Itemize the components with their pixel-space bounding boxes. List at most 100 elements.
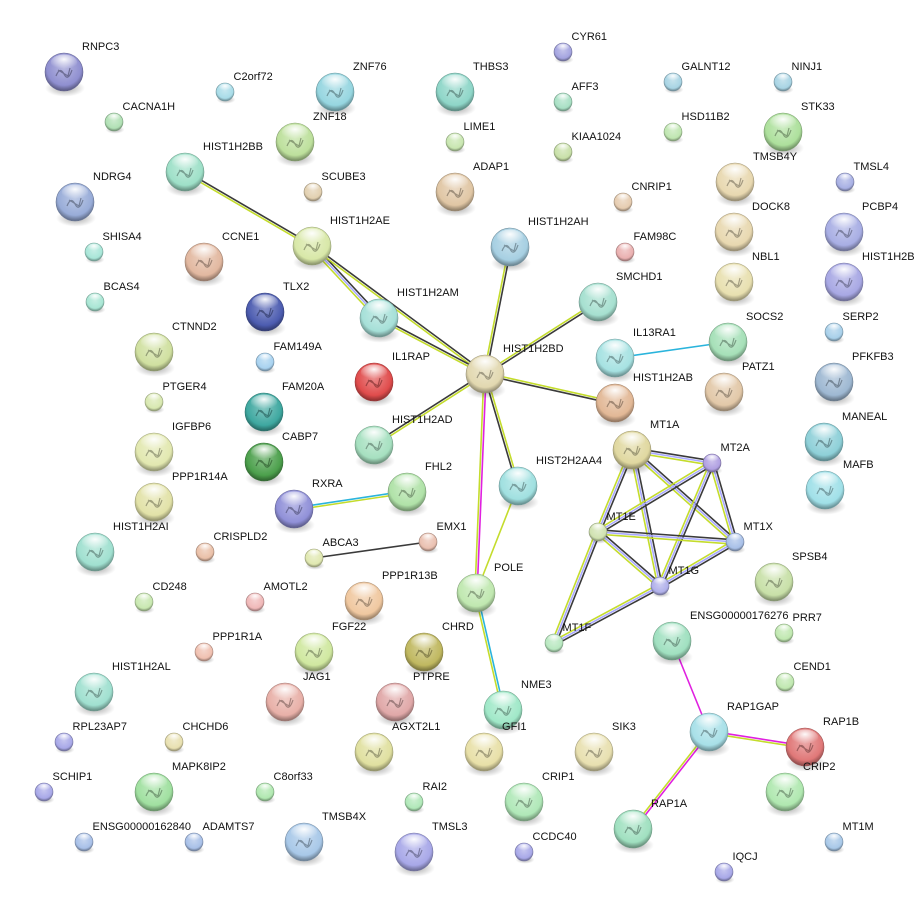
node-TMSB4Y[interactable]: TMSB4Y xyxy=(715,151,798,207)
edge-SMCHD1-HIST1H2BD[interactable] xyxy=(483,300,600,376)
node-PTGER4[interactable]: PTGER4 xyxy=(144,381,207,414)
node-FHL2[interactable]: FHL2 xyxy=(387,461,452,517)
node-PPP1R1A[interactable]: PPP1R1A xyxy=(194,631,263,664)
node-C2orf72[interactable]: C2orf72 xyxy=(215,71,273,104)
node-PTPRE[interactable]: PTPRE xyxy=(375,671,450,727)
node-RAP1B[interactable]: RAP1B xyxy=(785,716,859,772)
edge-HIST1H2AE-HIST1H2BD[interactable] xyxy=(310,244,487,376)
node-NBL1[interactable]: NBL1 xyxy=(714,251,780,307)
edge-HIST1H2AM-HIST1H2BD[interactable] xyxy=(378,316,486,376)
node-MT1M[interactable]: MT1M xyxy=(824,821,874,854)
node-STK33[interactable]: STK33 xyxy=(763,101,835,157)
node-MANEAL[interactable]: MANEAL xyxy=(804,411,887,467)
edge-HIST1H2BB-HIST1H2AE[interactable] xyxy=(184,170,313,248)
node-CTNND2[interactable]: CTNND2 xyxy=(134,321,217,377)
edge-MT2A-MT1E[interactable] xyxy=(596,460,714,535)
node-MT1A[interactable]: MT1A xyxy=(612,419,680,475)
node-CEND1[interactable]: CEND1 xyxy=(775,661,831,694)
node-EMX1[interactable]: EMX1 xyxy=(418,521,467,554)
node-SHISA4[interactable]: SHISA4 xyxy=(84,231,142,264)
edge-MT1E-MT1F[interactable] xyxy=(551,530,601,645)
node-HSD11B2[interactable]: HSD11B2 xyxy=(663,111,730,144)
node-RAP1GAP[interactable]: RAP1GAP xyxy=(689,701,779,757)
node-CCNE1[interactable]: CCNE1 xyxy=(184,231,259,287)
node-CRIP2[interactable]: CRIP2 xyxy=(765,761,835,817)
node-CRIP1[interactable]: CRIP1 xyxy=(504,771,574,827)
node-CRISPLD2[interactable]: CRISPLD2 xyxy=(195,531,267,564)
node-FAM20A[interactable]: FAM20A xyxy=(244,381,325,437)
node-CHCHD6[interactable]: CHCHD6 xyxy=(164,721,228,754)
edge-HIST1H2AB-HIST1H2BD[interactable] xyxy=(484,372,616,405)
edge-MT1E-MT1X[interactable] xyxy=(597,529,736,545)
node-ADAMTS7[interactable]: ADAMTS7 xyxy=(184,821,255,854)
node-SMCHD1[interactable]: SMCHD1 xyxy=(578,271,663,327)
node-TMSL3[interactable]: TMSL3 xyxy=(394,821,468,877)
node-NME3[interactable]: NME3 xyxy=(483,679,552,735)
node-PATZ1[interactable]: PATZ1 xyxy=(704,361,775,417)
node-MT2A[interactable]: MT2A xyxy=(702,442,751,475)
node-HIST1H2AH[interactable]: HIST1H2AH xyxy=(490,216,589,272)
node-ZNF18[interactable]: ZNF18 xyxy=(275,111,347,167)
node-RXRA[interactable]: RXRA xyxy=(274,478,343,534)
node-MT1G[interactable]: MT1G xyxy=(650,565,699,598)
node-CD248[interactable]: CD248 xyxy=(134,581,187,614)
node-FGF22[interactable]: FGF22 xyxy=(294,621,366,677)
node-MAFB[interactable]: MAFB xyxy=(805,459,874,515)
edge-MT1E-MT1G[interactable] xyxy=(596,529,662,589)
node-ZNF76[interactable]: ZNF76 xyxy=(315,61,387,117)
node-CNRIP1[interactable]: CNRIP1 xyxy=(613,181,672,214)
edge-HIST1H2AD-HIST1H2BD[interactable] xyxy=(372,372,487,447)
node-SERP2[interactable]: SERP2 xyxy=(824,311,879,344)
node-HIST1H2B[interactable]: HIST1H2B xyxy=(824,251,915,307)
edge-MT1X-MT1G[interactable] xyxy=(658,539,737,589)
node-KIAA1024[interactable]: KIAA1024 xyxy=(553,131,621,164)
node-FAM98C[interactable]: FAM98C xyxy=(615,231,676,264)
node-NINJ1[interactable]: NINJ1 xyxy=(773,61,822,94)
node-SOCS2[interactable]: SOCS2 xyxy=(708,311,783,367)
node-AFF3[interactable]: AFF3 xyxy=(553,81,598,114)
node-TMSB4X[interactable]: TMSB4X xyxy=(284,811,367,867)
node-AMOTL2[interactable]: AMOTL2 xyxy=(245,581,308,614)
node-HIST2H2AA4[interactable]: HIST2H2AA4 xyxy=(498,455,602,511)
node-PCBP4[interactable]: PCBP4 xyxy=(824,201,898,257)
node-RNPC3[interactable]: RNPC3 xyxy=(44,41,119,97)
edge-MT1G-MT1F[interactable] xyxy=(552,583,662,646)
node-POLE[interactable]: POLE xyxy=(456,562,523,618)
node-THBS3[interactable]: THBS3 xyxy=(435,61,509,117)
node-ABCA3[interactable]: ABCA3 xyxy=(304,537,359,570)
node-CABP7[interactable]: CABP7 xyxy=(244,431,318,487)
node-RAI2[interactable]: RAI2 xyxy=(404,781,447,814)
node-ENSG00000176276[interactable]: ENSG00000176276 xyxy=(652,610,789,666)
node-TMSL4[interactable]: TMSL4 xyxy=(835,161,889,194)
node-GFI1[interactable]: GFI1 xyxy=(464,721,527,777)
node-TLX2[interactable]: TLX2 xyxy=(245,281,309,337)
edge-HIST1H2BD-POLE[interactable] xyxy=(474,373,487,594)
node-SPSB4[interactable]: SPSB4 xyxy=(754,551,828,607)
node-CCDC40[interactable]: CCDC40 xyxy=(514,831,577,864)
node-MT1E[interactable]: MT1E xyxy=(588,511,636,544)
node-PRR7[interactable]: PRR7 xyxy=(774,612,822,645)
node-HIST1H2AI[interactable]: HIST1H2AI xyxy=(75,521,169,577)
node-JAG1[interactable]: JAG1 xyxy=(265,671,331,727)
node-HIST1H2AM[interactable]: HIST1H2AM xyxy=(359,287,459,343)
node-BCAS4[interactable]: BCAS4 xyxy=(85,281,140,314)
node-CYR61[interactable]: CYR61 xyxy=(553,31,607,64)
node-SIK3[interactable]: SIK3 xyxy=(574,721,636,777)
node-RPL23AP7[interactable]: RPL23AP7 xyxy=(54,721,127,754)
node-CHRD[interactable]: CHRD xyxy=(404,621,474,677)
node-IL1RAP[interactable]: IL1RAP xyxy=(354,351,430,407)
node-ADAP1[interactable]: ADAP1 xyxy=(435,161,509,217)
node-MT1F[interactable]: MT1F xyxy=(544,622,592,655)
edge-MT2A-MT1X[interactable] xyxy=(709,462,738,543)
node-ENSG00000162840[interactable]: ENSG00000162840 xyxy=(74,821,191,854)
node-CACNA1H[interactable]: CACNA1H xyxy=(104,101,175,134)
node-PPP1R13B[interactable]: PPP1R13B xyxy=(344,570,438,626)
node-SCUBE3[interactable]: SCUBE3 xyxy=(303,171,366,204)
node-HIST1H2AE[interactable]: HIST1H2AE xyxy=(292,215,390,271)
node-C8orf33[interactable]: C8orf33 xyxy=(255,771,313,804)
node-HIST1H2AB[interactable]: HIST1H2AB xyxy=(595,372,693,428)
node-LIME1[interactable]: LIME1 xyxy=(445,121,495,154)
node-HIST1H2BB[interactable]: HIST1H2BB xyxy=(165,141,263,197)
edge-MT2A-MT1G[interactable] xyxy=(657,461,715,588)
node-GALNT12[interactable]: GALNT12 xyxy=(663,61,730,94)
